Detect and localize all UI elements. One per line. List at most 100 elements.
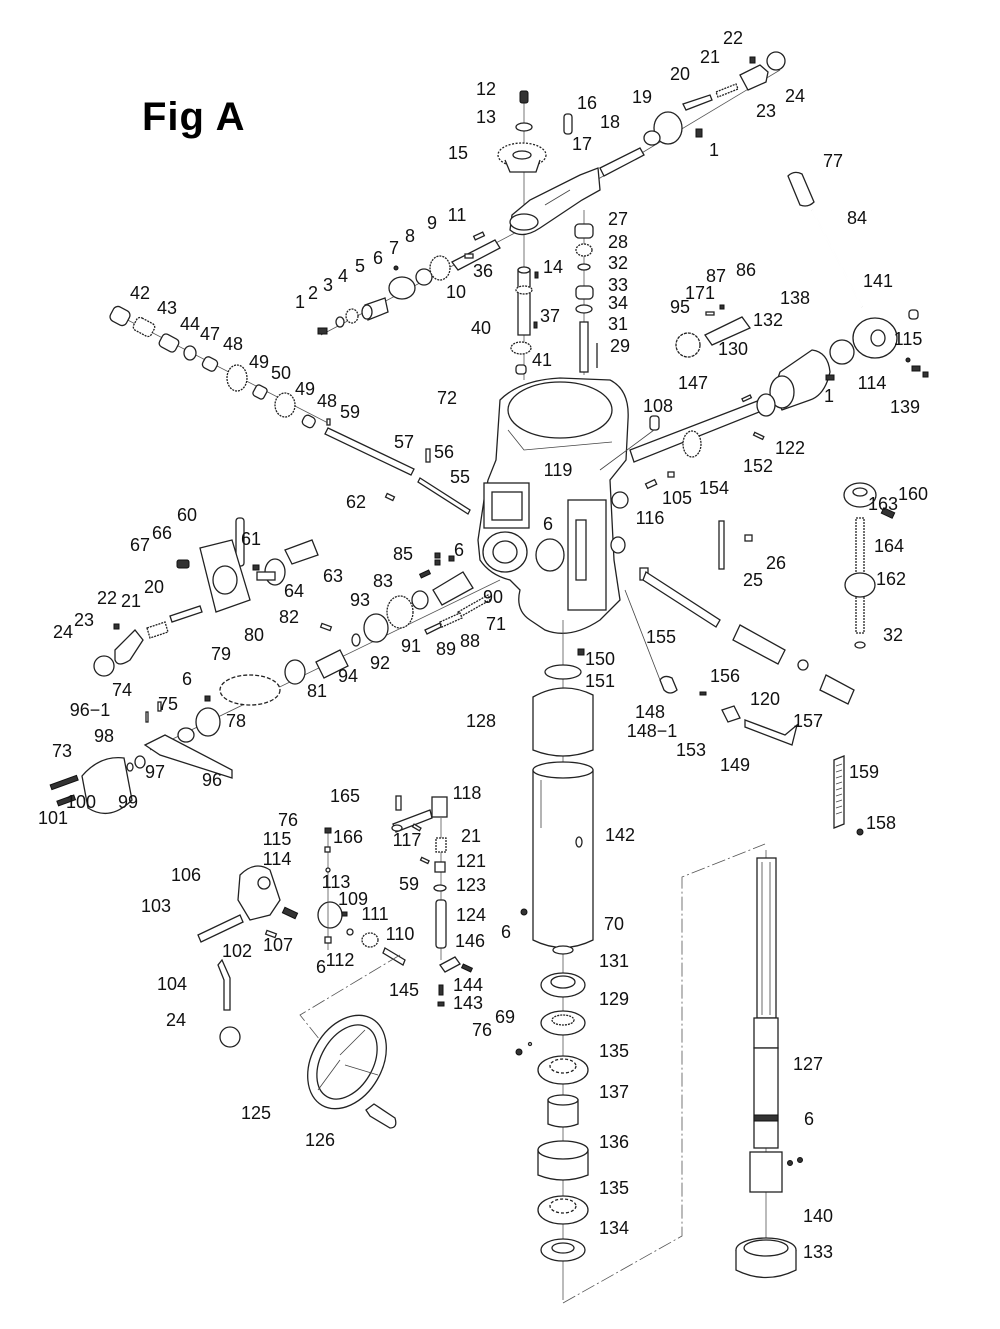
part-callout-57: 57 — [394, 432, 414, 452]
part-callout-106: 106 — [171, 865, 201, 885]
plunger-part — [682, 94, 713, 111]
ring-plate-part — [544, 664, 582, 680]
part-callout-1: 1 — [824, 386, 834, 406]
shaft-part — [324, 427, 415, 476]
part-callout-69: 69 — [495, 1007, 515, 1027]
shaft-part — [579, 321, 589, 373]
stop-nut-part — [819, 674, 855, 705]
part-callout-144: 144 — [453, 975, 483, 995]
part-callout-90: 90 — [483, 587, 503, 607]
left-cover-assembly — [93, 517, 319, 677]
part-callout-126: 126 — [305, 1130, 335, 1150]
part-callout-153: 153 — [676, 740, 706, 760]
clutch-shaft-part — [315, 649, 349, 679]
part-callout-100: 100 — [66, 792, 96, 812]
part-callout-166: 166 — [333, 827, 363, 847]
part-callout-33: 33 — [608, 275, 628, 295]
part-callout-76: 76 — [472, 1020, 492, 1040]
spindle-gear-shaft-part — [517, 269, 531, 336]
nut-part — [844, 572, 876, 598]
part-callout-29: 29 — [610, 336, 630, 356]
part-callout-86: 86 — [736, 260, 756, 280]
part-callout-62: 62 — [346, 492, 366, 512]
part-callout-6: 6 — [454, 540, 464, 560]
part-callout-148-1: 148−1 — [627, 721, 678, 741]
part-callout-149: 149 — [720, 755, 750, 775]
ball-knob-part — [219, 1026, 241, 1048]
part-callout-25: 25 — [743, 570, 763, 590]
part-callout-24: 24 — [166, 1010, 186, 1030]
part-callout-44: 44 — [180, 314, 200, 334]
part-callout-6: 6 — [543, 514, 553, 534]
part-callout-32: 32 — [883, 625, 903, 645]
part-callout-93: 93 — [350, 590, 370, 610]
part-callout-32: 32 — [608, 253, 628, 273]
part-callout-121: 121 — [456, 851, 486, 871]
gear-part — [274, 392, 296, 418]
part-callout-130: 130 — [718, 339, 748, 359]
pin-part — [563, 113, 573, 135]
part-callout-6: 6 — [182, 669, 192, 689]
part-callout-8: 8 — [405, 226, 415, 246]
part-callout-27: 27 — [608, 209, 628, 229]
part-callout-96: 96 — [202, 770, 222, 790]
part-callout-171: 171 — [685, 283, 715, 303]
part-callout-22: 22 — [97, 588, 117, 608]
part-callout-157: 157 — [793, 711, 823, 731]
lock-lever-part — [744, 719, 799, 746]
scale-assembly — [833, 755, 864, 836]
part-callout-20: 20 — [670, 64, 690, 84]
part-callout-76: 76 — [278, 810, 298, 830]
part-callout-17: 17 — [572, 134, 592, 154]
bracket-part — [237, 865, 281, 921]
part-callout-97: 97 — [145, 762, 165, 782]
handwheel-bracket-assembly — [197, 795, 528, 1129]
part-callout-67: 67 — [130, 535, 150, 555]
part-callout-5: 5 — [355, 256, 365, 276]
part-callout-28: 28 — [608, 232, 628, 252]
part-callout-135: 135 — [599, 1178, 629, 1198]
part-callout-13: 13 — [476, 107, 496, 127]
part-callout-56: 56 — [434, 442, 454, 462]
clutch-assembly — [149, 552, 501, 751]
part-callout-2: 2 — [308, 283, 318, 303]
part-callout-59: 59 — [399, 874, 419, 894]
depth-stop-assembly — [624, 482, 896, 746]
flange-part — [829, 339, 855, 365]
part-callout-18: 18 — [600, 112, 620, 132]
part-callout-47: 47 — [200, 324, 220, 344]
part-callout-82: 82 — [279, 607, 299, 627]
part-callout-154: 154 — [699, 478, 729, 498]
head-casting — [477, 377, 660, 634]
bushing-part — [109, 305, 131, 327]
washer-part — [515, 122, 533, 132]
part-callout-59: 59 — [340, 402, 360, 422]
worm-part — [675, 332, 701, 358]
flange-part — [284, 659, 306, 685]
part-callout-88: 88 — [460, 631, 480, 651]
part-callout-21: 21 — [700, 47, 720, 67]
bushing-part — [574, 223, 594, 239]
part-callout-119: 119 — [544, 460, 573, 480]
gear-part — [226, 364, 248, 392]
part-callout-89: 89 — [436, 639, 456, 659]
part-callout-158: 158 — [866, 813, 896, 833]
part-callout-60: 60 — [177, 505, 197, 525]
feed-lever-part — [143, 734, 233, 779]
pinion-shaft-assembly — [629, 393, 776, 490]
part-callout-49: 49 — [249, 352, 269, 372]
part-callout-109: 109 — [338, 889, 368, 909]
part-callout-84: 84 — [847, 208, 867, 228]
worm-part — [132, 316, 156, 338]
part-callout-96-1: 96−1 — [70, 700, 111, 720]
spindle-part — [756, 857, 777, 1019]
part-callout-21: 21 — [121, 591, 141, 611]
part-callout-77: 77 — [823, 151, 843, 171]
part-callout-136: 136 — [599, 1132, 629, 1152]
stop-rod-part — [642, 571, 721, 628]
part-callout-110: 110 — [386, 924, 415, 944]
part-callout-133: 133 — [803, 1242, 833, 1262]
part-callout-50: 50 — [271, 363, 291, 383]
